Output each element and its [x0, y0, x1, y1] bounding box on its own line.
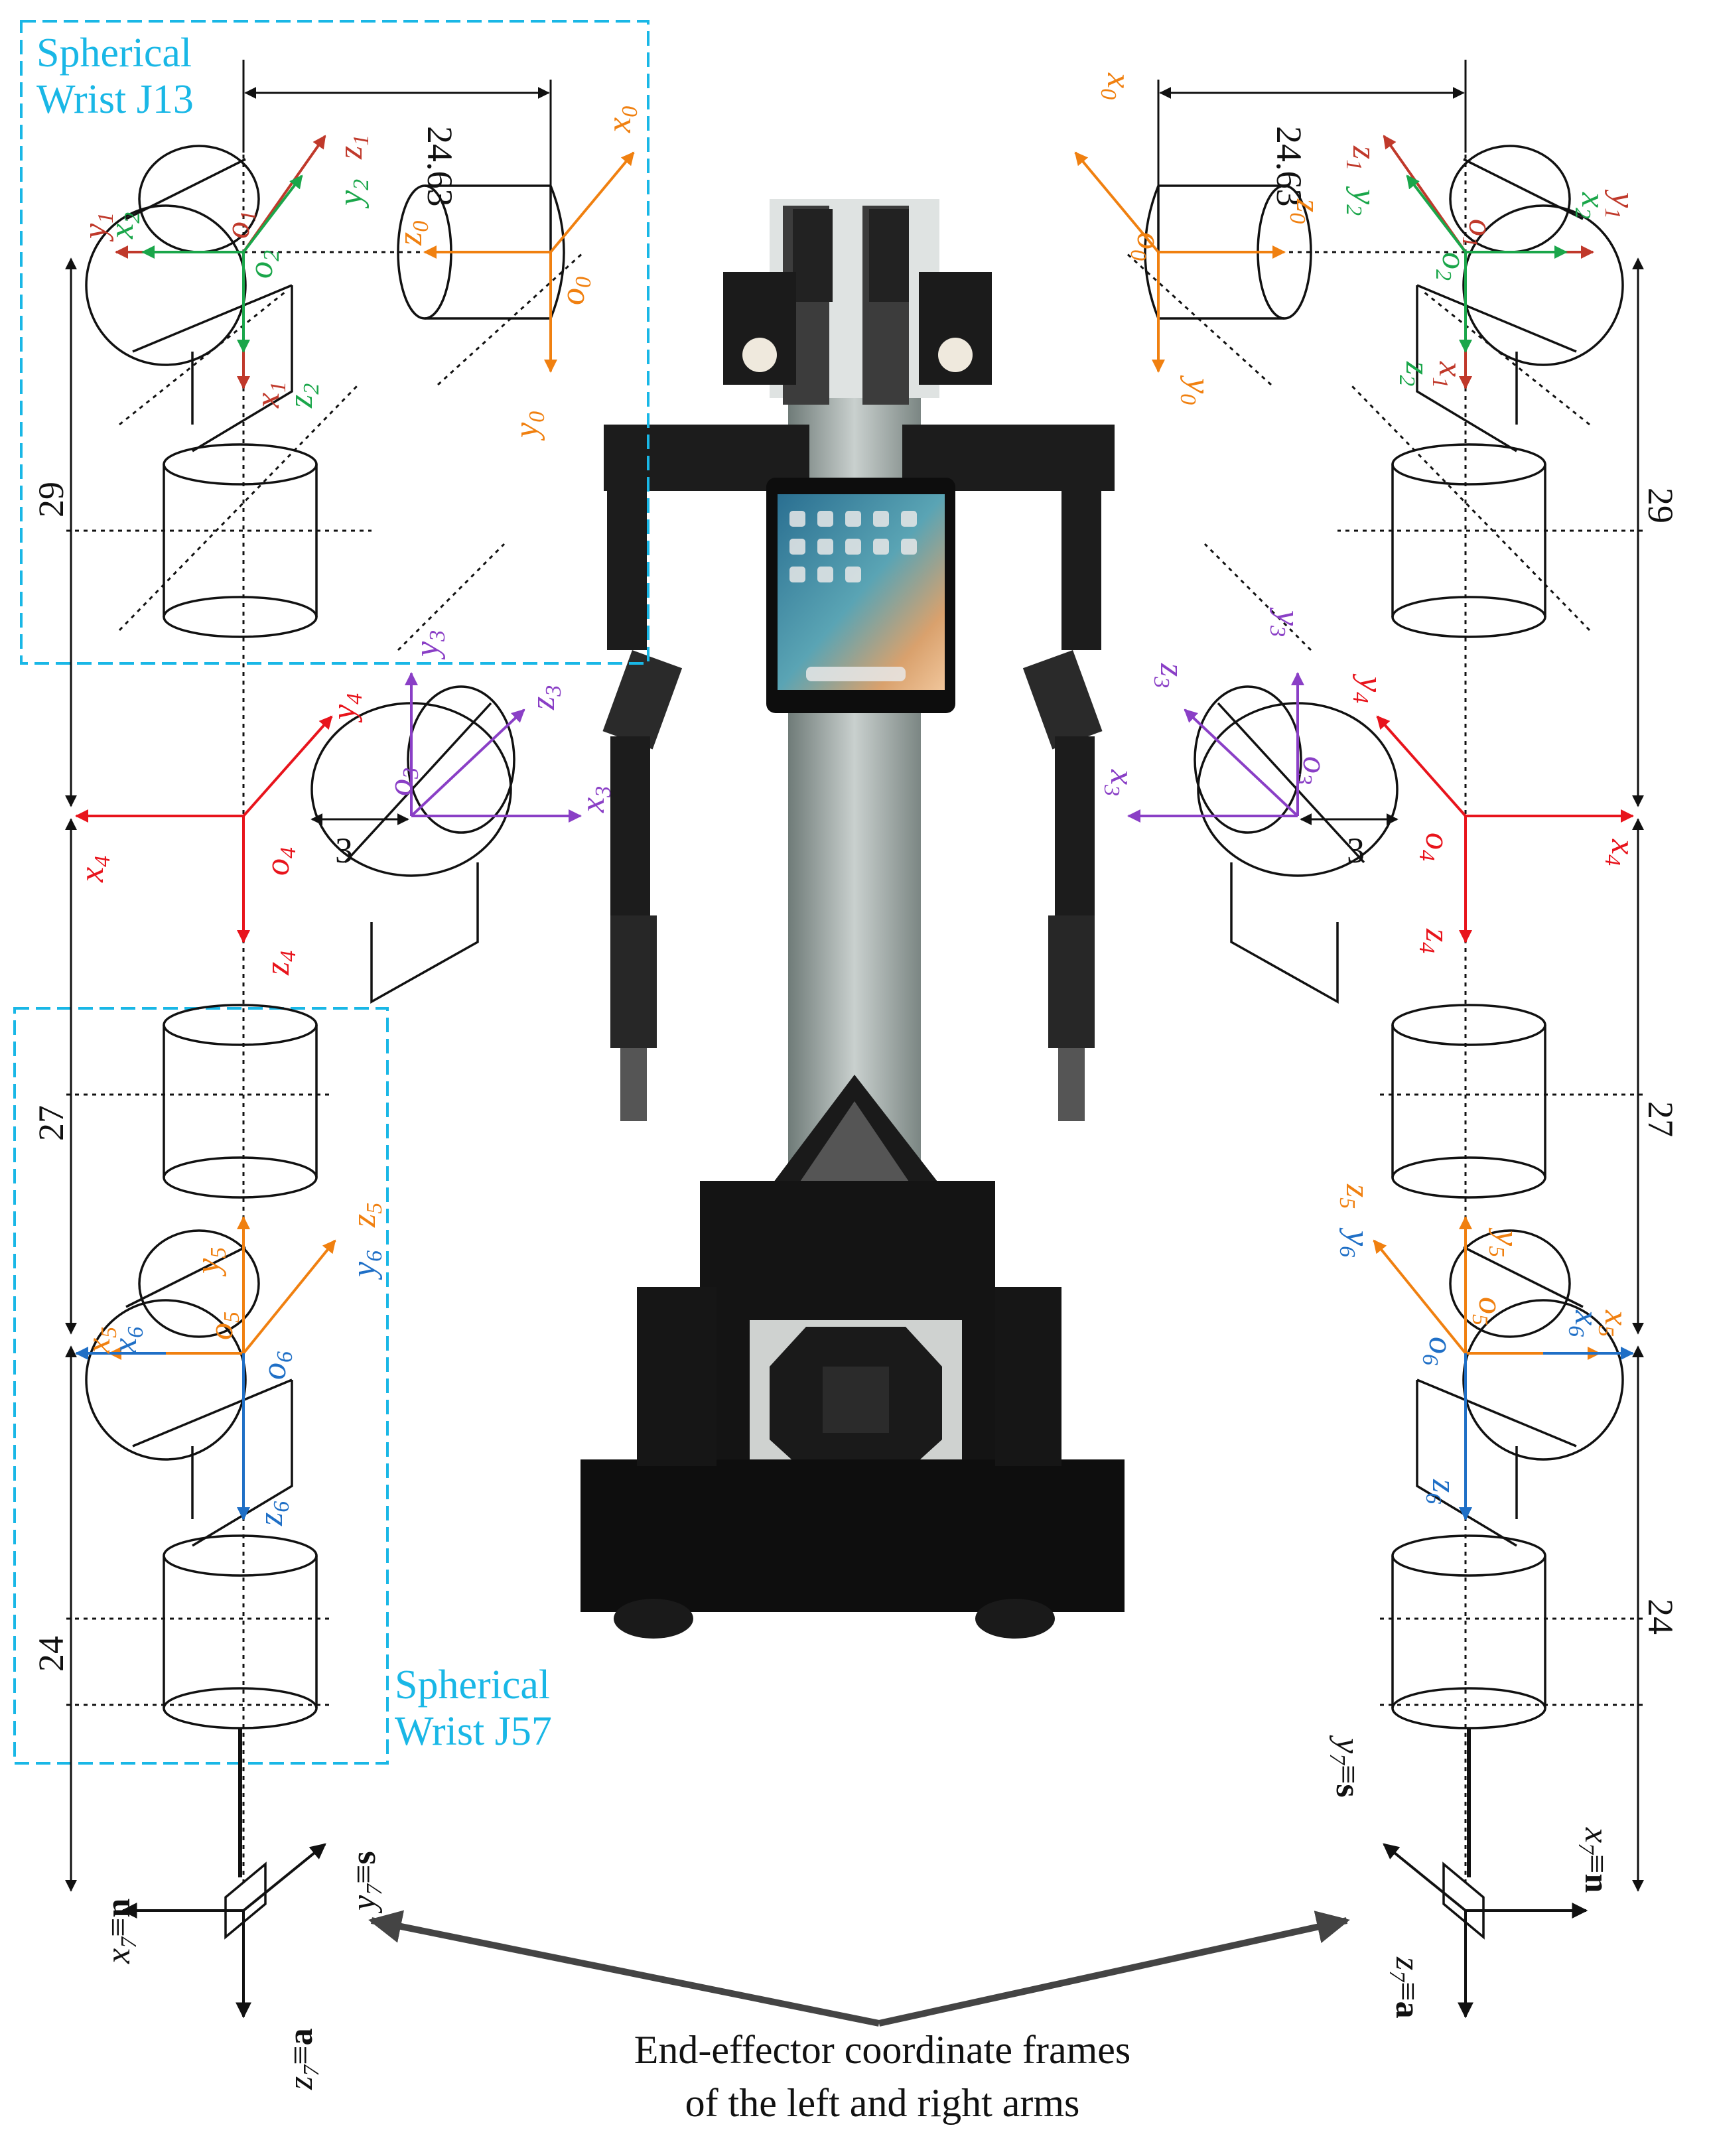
label-o6-left: o6 [255, 1351, 297, 1380]
label-z6-left: z6 [252, 1501, 294, 1526]
label-x0-right: x0 [1096, 72, 1138, 100]
label-y3-left: y3 [408, 630, 450, 660]
tablet-icon [766, 478, 955, 713]
dim-offset-left: 24.63 [420, 126, 460, 207]
label-y6-right: y6 [1335, 1227, 1377, 1257]
dim-3-left: 3 [335, 831, 353, 870]
label-y6-left: y6 [345, 1250, 387, 1280]
camera-icon [723, 272, 992, 385]
label-z7-right: z7≡a [1385, 1956, 1426, 2019]
label-x1-right: x1 [1428, 361, 1470, 388]
label-x6-right: x6 [1564, 1310, 1606, 1337]
label-z4-right: z4 [1414, 928, 1456, 953]
label-z5-right: z5 [1335, 1183, 1377, 1209]
label-z6-right: z6 [1421, 1479, 1463, 1504]
label-o2-right: o2 [1431, 252, 1473, 281]
wrist-j13-label-2: Wrist J13 [36, 77, 194, 122]
label-x3-left: x3 [574, 786, 616, 813]
label-z0-right: z0 [1285, 198, 1327, 224]
dim-offset-right: 24.63 [1269, 126, 1309, 207]
label-o1-right: o1 [1458, 219, 1499, 247]
label-z0-left: z0 [391, 221, 433, 246]
label-z1-right: z1 [1341, 145, 1383, 170]
wrist-j57-label-2: Wrist J57 [395, 1709, 552, 1754]
label-x5-right: x5 [1594, 1310, 1635, 1337]
label-o0-left: o0 [554, 277, 596, 305]
label-z2-left: z2 [282, 383, 324, 409]
dim-24-right: 24 [1641, 1599, 1680, 1635]
label-x4-left: x4 [73, 856, 115, 883]
label-y0-left: y0 [508, 411, 549, 441]
label-z1-left: z1 [332, 135, 374, 160]
left-arm-schematic [13, 20, 649, 1940]
label-o2-left: o2 [242, 250, 284, 279]
caption-line-2: of the left and right arms [685, 2081, 1080, 2125]
label-z3-right: z3 [1149, 663, 1191, 688]
label-o4-left: o4 [259, 847, 301, 876]
dim-3-right: 3 [1347, 831, 1365, 870]
dim-24-left: 24 [31, 1636, 71, 1672]
label-y7-left: y7≡s [345, 1851, 387, 1914]
label-x3-right: x3 [1099, 769, 1141, 796]
label-o3-right: o3 [1292, 756, 1333, 785]
label-y3-right: y3 [1265, 607, 1307, 637]
label-z4-left: z4 [259, 951, 301, 976]
label-x7-right: x7≡n [1574, 1827, 1615, 1893]
label-z3-left: z3 [524, 685, 566, 710]
label-z5-left: z5 [345, 1203, 387, 1228]
label-y5-left: y5 [189, 1247, 231, 1277]
label-x7-left: x7≡n [100, 1899, 141, 1964]
dim-29-left: 29 [31, 482, 71, 517]
dim-29-right: 29 [1641, 488, 1680, 523]
label-o5-right: o5 [1468, 1297, 1509, 1325]
label-x4-right: x4 [1600, 839, 1642, 866]
label-x6-left: x6 [106, 1327, 148, 1354]
dim-27-right: 27 [1641, 1101, 1680, 1137]
label-o1-left: o1 [219, 210, 261, 239]
label-x1-left: x1 [249, 381, 291, 409]
label-x5-left: x5 [80, 1327, 121, 1354]
caption-arrow-left [368, 1910, 880, 2027]
label-x2-left: x2 [103, 212, 145, 239]
label-o4-right: o4 [1414, 833, 1456, 861]
label-x2-right: x2 [1570, 192, 1612, 219]
label-y0-right: y0 [1176, 375, 1217, 405]
caption-arrow-right [878, 1911, 1350, 2027]
label-o5-left: o5 [202, 1312, 244, 1340]
wrist-j57-box [13, 1007, 389, 1765]
dim-27-left: 27 [31, 1105, 71, 1141]
label-z7-left: z7≡a [282, 2028, 324, 2090]
label-o0-right: o0 [1126, 232, 1168, 261]
caption-line-1: End-effector coordinate frames [634, 2028, 1131, 2072]
wrist-j13-box [20, 20, 649, 665]
label-y7-right: y7≡s [1325, 1735, 1367, 1798]
label-y1-left: y1 [76, 212, 118, 242]
wrist-j13-label-1: Spherical [36, 31, 192, 76]
label-y1-right: y1 [1600, 189, 1642, 219]
label-y2-right: y2 [1341, 186, 1383, 216]
label-y2-left: y2 [332, 179, 374, 209]
label-y4-left: y4 [325, 693, 367, 723]
label-z2-right: z2 [1395, 361, 1436, 386]
label-o3-left: o3 [381, 768, 423, 796]
label-o6-right: o6 [1418, 1337, 1460, 1365]
wrist-j57-label-1: Spherical [395, 1662, 550, 1708]
robot-photo [581, 199, 1125, 1639]
label-y4-right: y4 [1348, 673, 1390, 703]
label-x0-left: x0 [600, 106, 642, 133]
label-y5-right: y5 [1484, 1227, 1526, 1257]
